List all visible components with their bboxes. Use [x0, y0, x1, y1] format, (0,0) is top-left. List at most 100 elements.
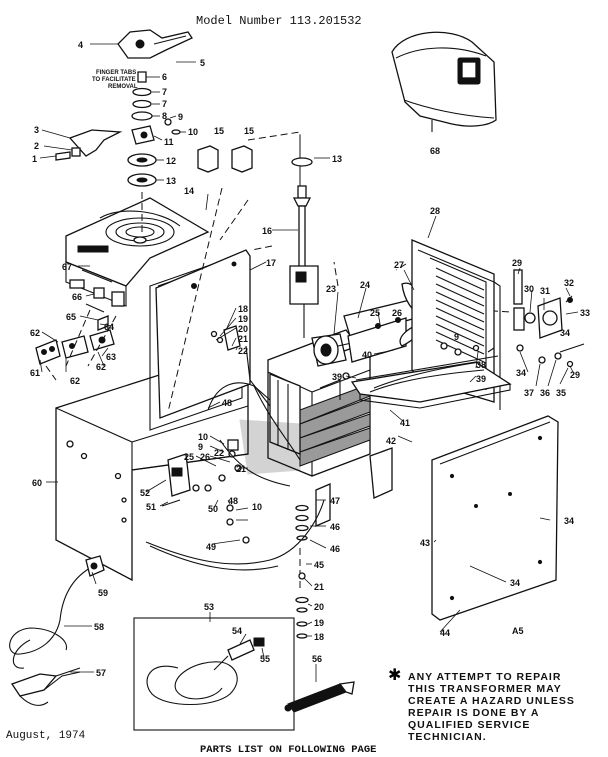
callout: 40 — [362, 350, 372, 360]
callout: 18 — [238, 304, 248, 314]
tap-switch-shaft — [289, 157, 319, 338]
callout: 48 — [222, 398, 232, 408]
switch-clips — [197, 145, 253, 173]
callout: 22 — [238, 346, 248, 356]
callout: 12 — [166, 156, 176, 166]
callout: 34 — [560, 328, 570, 338]
callout: 46 — [330, 544, 340, 554]
callout: 19 — [238, 314, 248, 324]
callout: 58 — [94, 622, 104, 632]
callout: 32 — [564, 278, 574, 288]
callout: 11 — [164, 137, 174, 147]
callout: 53 — [204, 602, 214, 612]
cables — [9, 361, 485, 706]
warning-asterisk-icon: ✱ — [388, 665, 401, 684]
callout: 55 — [260, 654, 270, 664]
fan-bracket — [343, 299, 417, 363]
base-plate — [342, 355, 512, 409]
callout: 66 — [72, 292, 82, 302]
warning-line: THIS TRANSFORMER MAY — [408, 683, 562, 695]
callout: 60 — [32, 478, 42, 488]
callout: 57 — [96, 668, 106, 678]
finger-tabs-note: REMOVAL — [108, 84, 138, 90]
callout: 10 — [198, 432, 208, 442]
model-number: Model Number 113.201532 — [196, 14, 362, 28]
warning-line: QUALIFIED SERVICE — [408, 719, 530, 731]
callout: 46 — [330, 522, 340, 532]
callout: 39 — [332, 372, 342, 382]
callout: 47 — [330, 496, 340, 506]
callout: 21 — [314, 582, 324, 592]
side-panel — [431, 415, 559, 621]
callout: 64 — [104, 322, 114, 332]
callout: 25 — [370, 308, 380, 318]
callout: 13 — [332, 154, 342, 164]
callout: 10 — [252, 502, 262, 512]
callout: 43 — [420, 538, 430, 548]
warning-line: REPAIR IS DONE BY A — [408, 707, 539, 719]
warning-line: ANY ATTEMPT TO REPAIR — [408, 671, 561, 683]
callout: 50 — [208, 504, 218, 514]
callout: 68 — [430, 146, 440, 156]
callout: 21 — [238, 334, 248, 344]
callout: 59 — [98, 588, 108, 598]
callout: 52 — [140, 488, 150, 498]
callout: 65 — [66, 312, 76, 322]
callout: 22 — [214, 448, 224, 458]
callout: 62 — [30, 328, 40, 338]
callout: 19 — [314, 618, 324, 628]
callout: 34 — [564, 516, 574, 526]
handle-assembly: FINGER TABS TO FACILITATE REMOVAL — [55, 29, 193, 187]
callout: 15 — [214, 126, 224, 136]
callout: 14 — [184, 186, 194, 196]
fan-motor — [311, 333, 357, 367]
diagram-code: A5 — [512, 626, 524, 636]
callout: 8 — [162, 111, 167, 121]
warning-line: CREATE A HAZARD UNLESS — [408, 695, 575, 707]
callout: 63 — [106, 352, 116, 362]
callout: 26 — [392, 308, 402, 318]
callout: 3 — [34, 125, 39, 135]
electrode-holder — [284, 681, 355, 713]
callout: 9 — [454, 332, 459, 342]
callout: 45 — [314, 560, 324, 570]
warning-line: TECHNICIAN. — [408, 731, 487, 743]
callout: 5 — [200, 58, 205, 68]
parts-list-note: PARTS LIST ON FOLLOWING PAGE — [200, 744, 376, 756]
finger-tabs-note: FINGER TABS — [96, 70, 136, 76]
callout: 49 — [206, 542, 216, 552]
callout: 30 — [524, 284, 534, 294]
callout: 29 — [512, 258, 522, 268]
rectifier-hardware — [440, 269, 585, 368]
welding-helmet — [391, 31, 497, 132]
electrode-holder-kit — [133, 617, 295, 731]
callout: 9 — [198, 442, 203, 452]
callout: 34 — [510, 578, 520, 588]
callout: 16 — [262, 226, 272, 236]
callout: 62 — [70, 376, 80, 386]
callout: 10 — [188, 127, 198, 137]
callout: 42 — [386, 436, 396, 446]
callout: 20 — [314, 602, 324, 612]
rear-panel — [155, 249, 251, 419]
callout-labels: 4 5 6 7 7 8 9 10 11 12 13 13 3 2 1 14 15… — [30, 40, 590, 678]
callout: 35 — [556, 388, 566, 398]
callout: 44 — [440, 628, 450, 638]
callout: 20 — [238, 324, 248, 334]
callout: 18 — [314, 632, 324, 642]
callout: 1 — [32, 154, 37, 164]
callout: 67 — [62, 262, 72, 272]
callout: 61 — [30, 368, 40, 378]
callout: 41 — [400, 418, 410, 428]
control-top-cover — [65, 197, 210, 313]
callout: 2 — [34, 141, 39, 151]
callout: 7 — [162, 87, 167, 97]
callout: 13 — [166, 176, 176, 186]
callout: 23 — [326, 284, 336, 294]
callout: 31 — [540, 286, 550, 296]
callout: 4 — [78, 40, 83, 50]
callout: 48 — [228, 496, 238, 506]
publication-date: August, 1974 — [6, 730, 86, 742]
callout: 38 — [476, 360, 486, 370]
